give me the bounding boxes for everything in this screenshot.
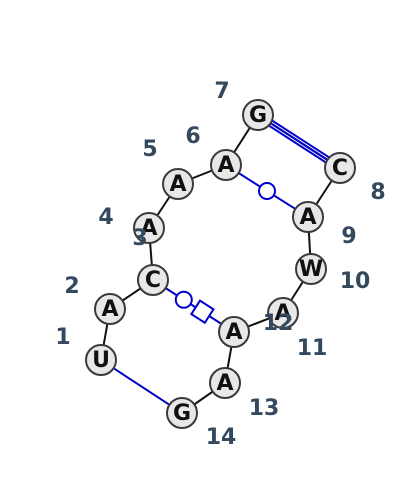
base-pair-3-12 (165, 287, 222, 325)
nucleotide-index-label-8: 8 (370, 180, 385, 205)
nucleotide-circle (267, 297, 299, 329)
nucleotide-letter: C (145, 268, 161, 293)
nucleotide-circle (210, 149, 242, 181)
nucleotide-3: C (137, 264, 169, 296)
nucleotide-index-label-3: 3 (132, 226, 147, 251)
base-pair-7-8 (268, 119, 330, 164)
nucleotide-10: W (295, 253, 327, 285)
nucleotide-circle (292, 201, 324, 233)
nucleotide-index-label-9: 9 (341, 224, 356, 249)
nucleotide-index-label-6: 6 (185, 124, 200, 149)
nucleotide-letter: A (225, 320, 242, 345)
base-pair-line-3-12 (165, 287, 222, 325)
base-pair-line-7-8-2 (268, 124, 327, 164)
nucleotide-letter: A (140, 216, 157, 241)
base-pair-layer (113, 119, 330, 406)
nucleotide-index-label-14: 14 (206, 425, 237, 450)
nucleotide-index-label-5: 5 (142, 137, 157, 162)
nucleotide-index-label-13: 13 (249, 396, 280, 421)
nucleotide-letter: C (332, 156, 348, 181)
base-pair-circle-symbol (258, 182, 276, 200)
nucleotide-circle (85, 344, 117, 376)
nucleotide-circle (137, 264, 169, 296)
nucleotide-letter: G (249, 103, 267, 128)
nucleotide-1: U (85, 344, 117, 376)
base-pair-6-9 (238, 172, 296, 210)
nucleotide-index-label-10: 10 (340, 269, 371, 294)
nucleotide-letter: A (299, 205, 316, 230)
base-pair-square-symbol (189, 299, 215, 325)
nucleotide-circle (242, 99, 274, 131)
nucleotide-letter: U (92, 348, 110, 373)
nucleotide-8: C (324, 152, 356, 184)
nucleotide-2: A (94, 293, 126, 325)
nucleotide-circle (218, 316, 250, 348)
nucleotide-index-label-2: 2 (64, 274, 79, 299)
nucleotide-letter: A (216, 371, 233, 396)
nucleotide-14: G (166, 397, 198, 429)
base-pair-circle-symbol (174, 290, 193, 309)
nucleotide-letter: A (274, 301, 291, 326)
nucleotide-circle (94, 293, 126, 325)
nucleotide-circle (133, 212, 165, 244)
nucleotide-circle (166, 397, 198, 429)
nucleotide-7: G (242, 99, 274, 131)
nucleotide-index-label-1: 1 (55, 325, 70, 350)
nucleotide-letter: A (217, 153, 234, 178)
nucleotide-circle (209, 367, 241, 399)
nucleotide-index-label-12: 12 (263, 311, 294, 336)
nucleotide-4: A (133, 212, 165, 244)
nucleotide-13: A (209, 367, 241, 399)
base-pair-line-7-8-1 (270, 122, 328, 161)
nucleotide-letter: G (173, 401, 191, 426)
nucleotide-5: A (162, 168, 194, 200)
nucleotide-9: A (292, 201, 324, 233)
nucleotide-11: A (267, 297, 299, 329)
base-pair-1-14 (113, 367, 170, 406)
nucleotide-index-label-4: 4 (98, 205, 113, 230)
nucleotide-index-label-11: 11 (297, 336, 328, 361)
nucleotide-circle (162, 168, 194, 200)
nucleotide-index-label-7: 7 (214, 79, 229, 104)
nucleotide-letter: A (101, 297, 118, 322)
nucleotide-12: A (218, 316, 250, 348)
base-pair-line-1-14 (113, 367, 170, 406)
nucleotide-letter: A (169, 172, 186, 197)
base-pair-line-7-8-0 (271, 119, 330, 159)
nucleotide-letter: W (299, 257, 323, 282)
nucleotide-circle (324, 152, 356, 184)
nucleotide-circle (295, 253, 327, 285)
nucleotide-6: A (210, 149, 242, 181)
